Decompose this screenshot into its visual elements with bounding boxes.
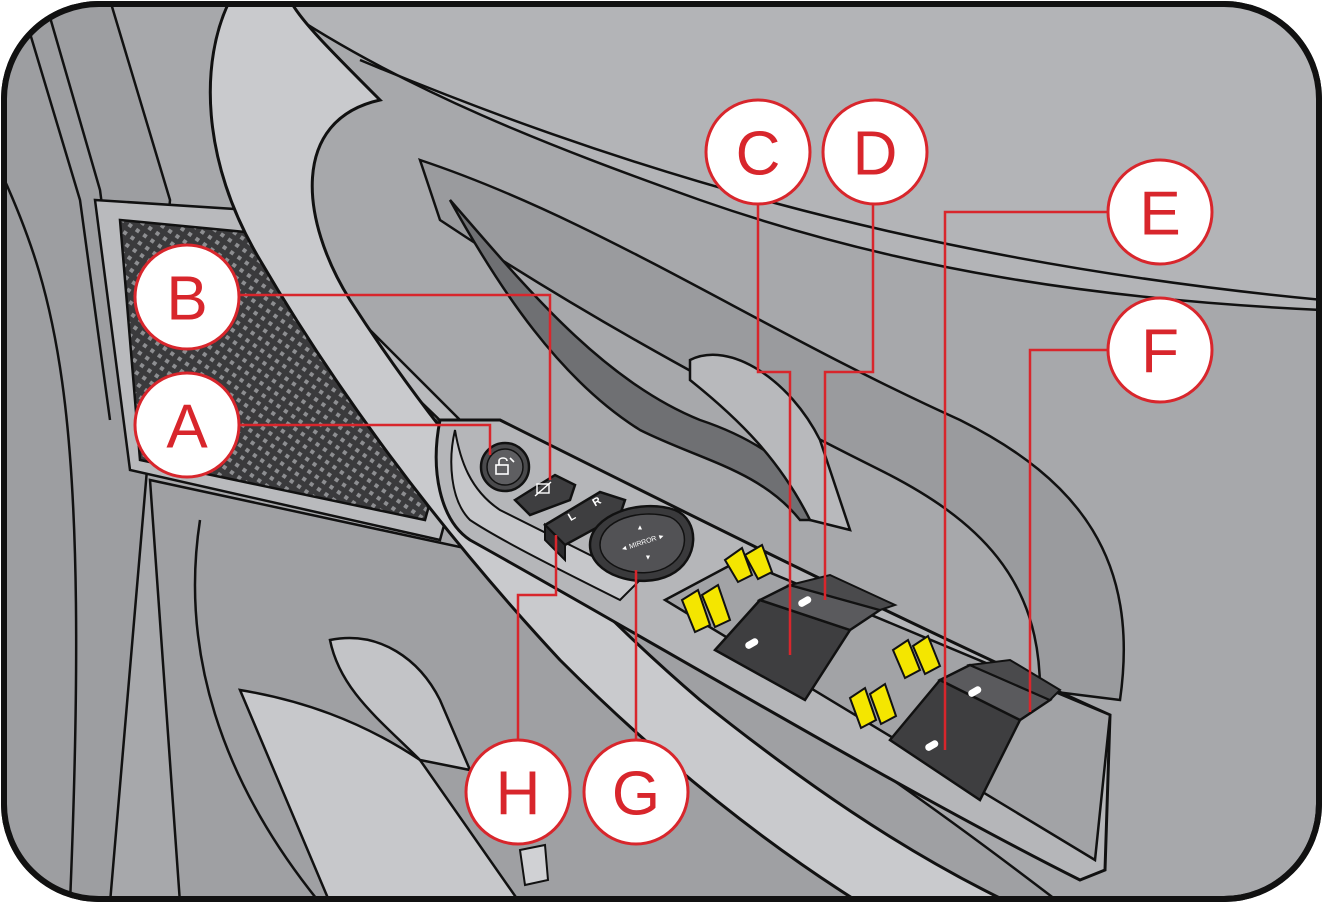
leader-c bbox=[756, 205, 792, 655]
window-lock-button[interactable] bbox=[513, 473, 577, 517]
callout-d-label: D bbox=[853, 120, 898, 189]
rear-right-window-switch[interactable] bbox=[966, 658, 1062, 702]
rear-window-switches[interactable] bbox=[888, 658, 1062, 802]
handle-recess bbox=[418, 158, 1125, 702]
callout-b: B bbox=[133, 243, 241, 351]
leader-lines bbox=[238, 205, 1107, 750]
leader-b bbox=[238, 293, 552, 480]
callout-e: E bbox=[1106, 158, 1214, 266]
leader-a bbox=[238, 423, 492, 455]
leader-e bbox=[943, 210, 1107, 750]
leader-d bbox=[823, 205, 875, 600]
mirror-up-arrow: ▲ bbox=[637, 525, 644, 532]
callout-f-label: F bbox=[1141, 318, 1179, 387]
door-lock-button[interactable] bbox=[479, 441, 531, 493]
leader-f bbox=[1028, 348, 1107, 712]
callout-a-label: A bbox=[166, 393, 208, 462]
callout-d: D bbox=[821, 98, 929, 206]
callout-h: H bbox=[464, 738, 572, 846]
mirror-down-arrow: ▼ bbox=[645, 555, 652, 562]
callout-a: A bbox=[133, 371, 241, 479]
leader-h bbox=[516, 535, 558, 740]
callout-h-label: H bbox=[496, 760, 541, 829]
passenger-window-switch[interactable] bbox=[786, 573, 898, 612]
callout-g: G bbox=[582, 738, 690, 846]
callout-g-label: G bbox=[612, 760, 660, 829]
callout-b-label: B bbox=[166, 265, 207, 334]
armrest-sweep bbox=[208, 4, 1011, 899]
mirror-select-switch[interactable]: L R bbox=[542, 490, 627, 563]
door-lock-icon bbox=[495, 457, 515, 475]
door-handle bbox=[688, 353, 852, 532]
yellow-motion-arrows-icon bbox=[680, 543, 942, 730]
callout-c-label: C bbox=[736, 120, 781, 189]
callout-f: F bbox=[1106, 296, 1214, 404]
callout-c: C bbox=[704, 98, 812, 206]
callout-e-label: E bbox=[1139, 180, 1180, 249]
window-lock-icon bbox=[534, 481, 552, 497]
mirror-adjust-knob[interactable]: ◄ MIRROR ► ▲ ▼ bbox=[588, 504, 695, 583]
